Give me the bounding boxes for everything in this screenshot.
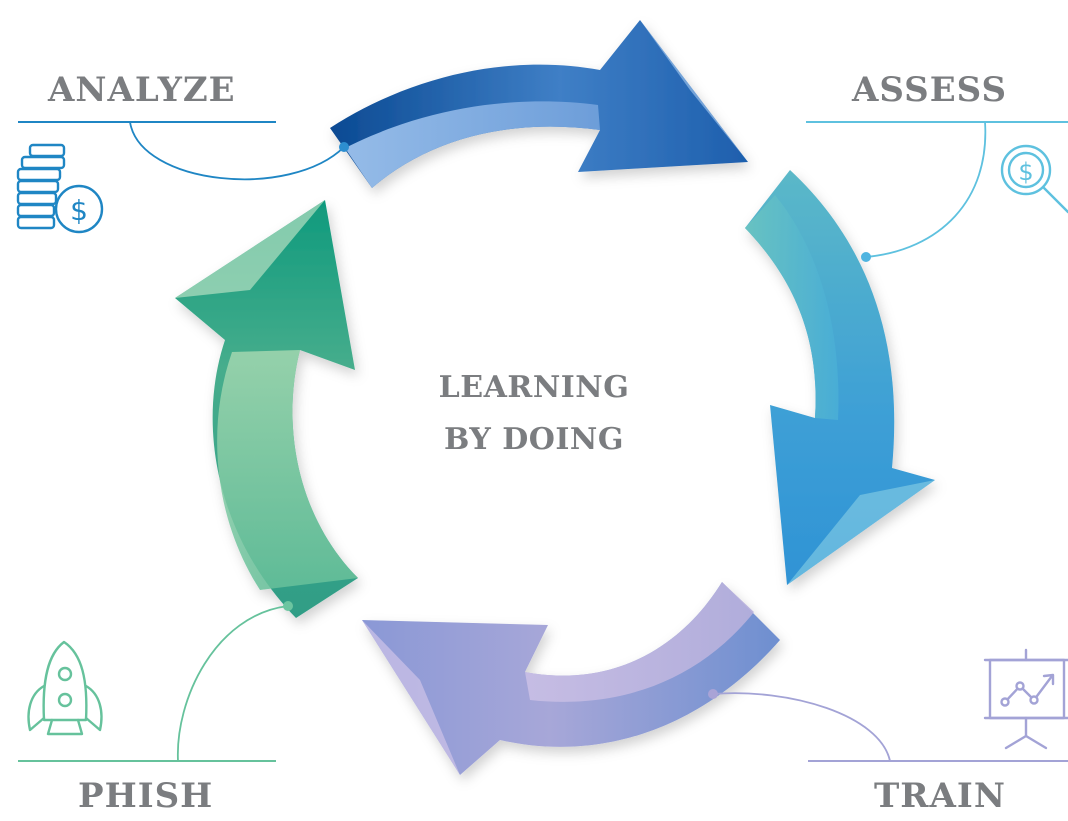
assess-connector: [806, 121, 1068, 262]
rocket-icon: [27, 640, 103, 736]
arrow-train-to-phish: [362, 582, 780, 775]
presentation-chart-icon: [983, 648, 1068, 750]
center-title: LEARNING BY DOING: [384, 362, 684, 466]
arrow-analyze-to-assess: [330, 20, 748, 188]
stage-label-analyze: ANALYZE: [48, 70, 236, 110]
phish-connector: [18, 601, 293, 762]
coin-stack-dollar-icon: $: [16, 143, 104, 234]
train-connector: [708, 689, 1068, 762]
stage-label-phish: PHISH: [78, 776, 214, 816]
stage-label-train: TRAIN: [874, 776, 1006, 816]
magnifier-dollar-icon: $: [1000, 144, 1068, 214]
center-title-line-2: BY DOING: [444, 422, 624, 457]
analyze-connector: [18, 121, 349, 181]
svg-text:$: $: [70, 194, 88, 227]
arrow-phish-to-analyze: [175, 200, 358, 618]
stage-label-assess: ASSESS: [852, 70, 1008, 110]
svg-text:$: $: [1018, 158, 1033, 186]
center-title-line-1: LEARNING: [438, 370, 630, 405]
arrow-assess-to-train: [745, 170, 935, 585]
